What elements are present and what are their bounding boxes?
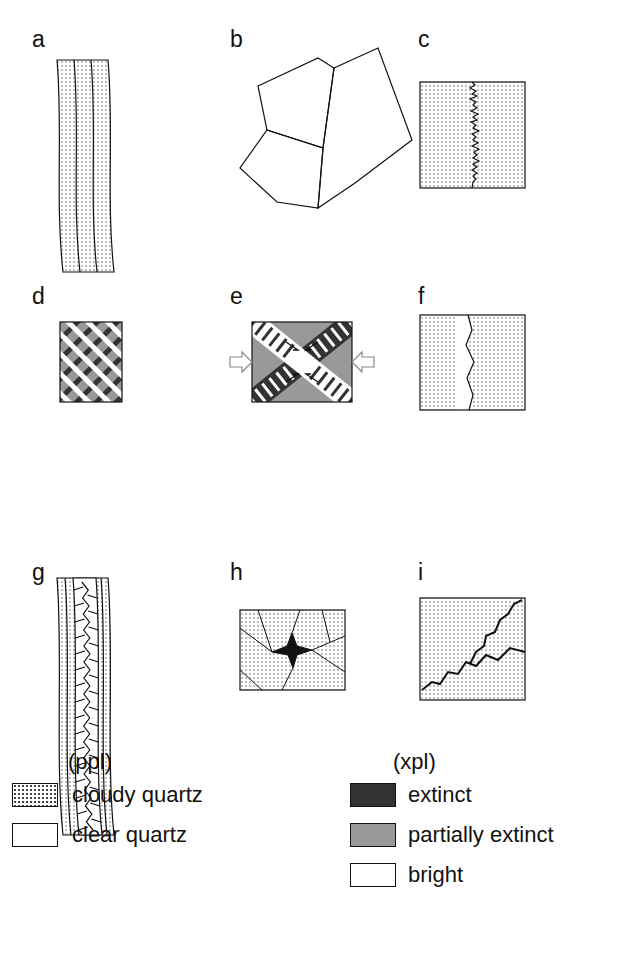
panel-letter: e — [230, 282, 243, 310]
grain-boundary — [89, 643, 99, 646]
legend-swatch — [350, 823, 396, 847]
grain-boundary — [89, 659, 99, 662]
grain-junction-panel — [240, 610, 345, 690]
grain-boundary — [89, 739, 99, 742]
grain-boundary — [77, 811, 87, 814]
legend-text: extinct — [408, 781, 472, 809]
grain-boundary — [75, 699, 85, 702]
panel-letter: h — [230, 558, 243, 586]
grain-boundary — [88, 611, 98, 614]
grain-boundary — [75, 731, 85, 734]
legend-text: clear quartz — [72, 821, 187, 849]
grain-boundary — [75, 619, 85, 622]
kink-band-panel — [230, 322, 374, 402]
grain-boundary — [89, 707, 99, 710]
panel-letter: b — [230, 25, 243, 53]
legend-swatch — [12, 783, 58, 807]
legend-heading: (ppl) — [68, 748, 112, 776]
grain-boundary — [89, 691, 99, 694]
legend-text: bright — [408, 861, 463, 889]
grain-polygons — [240, 48, 412, 208]
grain-boundary — [91, 819, 101, 822]
legend-heading: (xpl) — [393, 748, 436, 776]
legend-swatch — [12, 823, 58, 847]
legend-text: cloudy quartz — [72, 781, 203, 809]
grain-boundary — [76, 779, 86, 782]
grain-boundary — [74, 587, 84, 590]
ribbon-panel — [57, 60, 114, 272]
grain-boundary — [75, 683, 85, 686]
grain-boundary — [89, 723, 99, 726]
grain-boundary — [89, 627, 99, 630]
sutured-panel — [420, 598, 525, 700]
grain-boundary — [74, 603, 84, 606]
panel-letter: g — [32, 558, 45, 586]
grain-boundary — [89, 675, 99, 678]
legend-swatch — [350, 783, 396, 807]
legend-swatch — [350, 863, 396, 887]
panel-letter: d — [32, 282, 45, 310]
panel-letter: f — [418, 282, 424, 310]
grain-boundary — [88, 595, 98, 598]
panel-letter: c — [418, 25, 430, 53]
vein-panel — [420, 315, 525, 410]
grain-boundary — [75, 667, 85, 670]
grain-boundary — [75, 635, 85, 638]
stylolite-panel — [420, 82, 525, 188]
panel-letter: i — [418, 558, 423, 586]
grain-boundary — [75, 715, 85, 718]
legend-text: partially extinct — [408, 821, 554, 849]
panel-letter: a — [32, 25, 45, 53]
grain-boundary — [75, 651, 85, 654]
chessboard-panel — [60, 322, 122, 402]
